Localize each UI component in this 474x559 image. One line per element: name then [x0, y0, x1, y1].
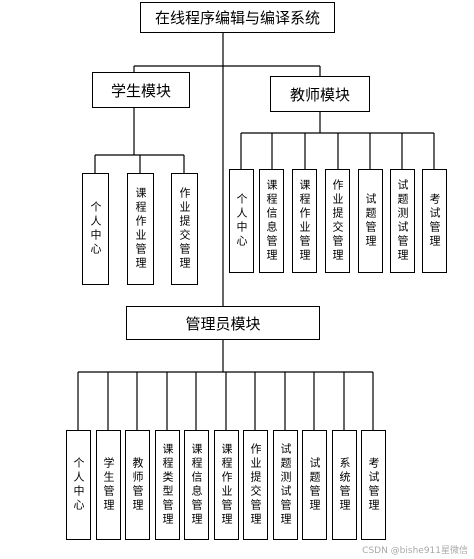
admin-child-label: 教师管理	[131, 457, 144, 513]
teacher-child-node: 作业提交管理	[325, 169, 350, 273]
admin-child-node: 系统管理	[332, 430, 357, 540]
teacher-child-label: 试题测试管理	[396, 179, 409, 263]
teacher-child-node: 考试管理	[422, 169, 447, 273]
root-node-title: 在线程序编辑与编译系统	[140, 2, 335, 33]
teacher-child-label: 考试管理	[428, 193, 441, 249]
student-child-label: 课程作业管理	[134, 187, 147, 271]
admin-child-label: 个人中心	[72, 457, 85, 513]
admin-child-label: 课程类型管理	[161, 443, 174, 527]
admin-child-label: 试题测试管理	[279, 443, 292, 527]
admin-child-node: 课程类型管理	[155, 430, 180, 540]
student-module-node: 学生模块	[92, 72, 190, 108]
student-child-node: 个人中心	[82, 173, 109, 285]
teacher-child-node: 试题管理	[358, 169, 383, 273]
admin-child-node: 学生管理	[96, 430, 121, 540]
teacher-child-node: 课程作业管理	[292, 169, 317, 273]
admin-module-label: 管理员模块	[185, 314, 261, 333]
admin-child-label: 试题管理	[308, 457, 321, 513]
admin-child-label: 课程作业管理	[220, 443, 233, 527]
teacher-child-label: 课程作业管理	[298, 179, 311, 263]
admin-child-node: 试题测试管理	[273, 430, 298, 540]
admin-child-label: 学生管理	[102, 457, 115, 513]
watermark-text: CSDN @bishe911星微信	[362, 546, 468, 556]
student-module-label: 学生模块	[110, 81, 171, 100]
admin-child-node: 作业提交管理	[243, 430, 268, 540]
admin-child-label: 作业提交管理	[249, 443, 262, 527]
root-title-text: 在线程序编辑与编译系统	[154, 9, 320, 27]
admin-child-label: 系统管理	[338, 457, 351, 513]
teacher-child-label: 试题管理	[364, 193, 377, 249]
admin-child-node: 考试管理	[361, 430, 386, 540]
admin-child-label: 课程信息管理	[190, 443, 203, 527]
teacher-child-label: 课程信息管理	[265, 179, 278, 263]
admin-child-node: 个人中心	[66, 430, 91, 540]
teacher-module-label: 教师模块	[289, 85, 350, 104]
student-child-node: 作业提交管理	[171, 173, 198, 285]
teacher-child-node: 个人中心	[229, 169, 254, 273]
student-child-label: 个人中心	[89, 201, 102, 257]
admin-child-label: 考试管理	[367, 457, 380, 513]
teacher-module-node: 教师模块	[270, 76, 370, 112]
admin-child-node: 课程信息管理	[184, 430, 209, 540]
student-child-node: 课程作业管理	[127, 173, 154, 285]
teacher-child-node: 课程信息管理	[259, 169, 284, 273]
student-child-label: 作业提交管理	[178, 187, 191, 271]
admin-module-node: 管理员模块	[126, 306, 320, 340]
teacher-child-label: 作业提交管理	[331, 179, 344, 263]
admin-child-node: 教师管理	[125, 430, 150, 540]
admin-child-node: 试题管理	[302, 430, 327, 540]
teacher-child-node: 试题测试管理	[390, 169, 415, 273]
admin-child-node: 课程作业管理	[214, 430, 239, 540]
teacher-child-label: 个人中心	[235, 193, 248, 249]
